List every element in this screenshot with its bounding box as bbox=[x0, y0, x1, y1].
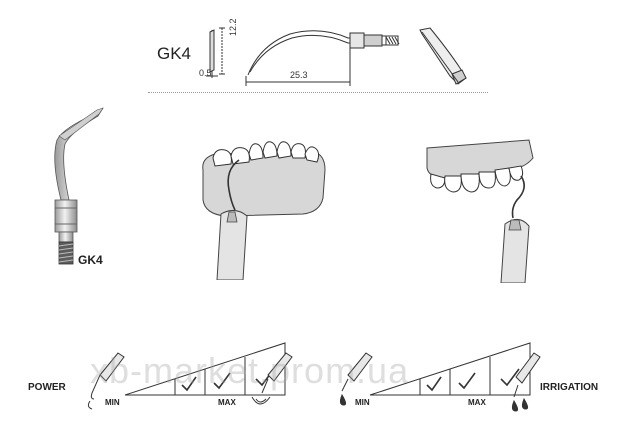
watermark: xb-market.prom.ua bbox=[90, 350, 410, 391]
lower-jaw-scene bbox=[195, 130, 330, 280]
irrigation-scale bbox=[330, 335, 545, 420]
dim-thickness: 0.5 bbox=[199, 68, 212, 78]
tip-side-profile bbox=[206, 27, 225, 78]
irrigation-min-handpiece-icon bbox=[339, 352, 373, 406]
model-title: GK4 bbox=[157, 44, 192, 63]
power-max-label: MAX bbox=[218, 398, 236, 407]
irrigation-checkmarks bbox=[426, 368, 520, 392]
tip-illustration bbox=[35, 100, 115, 275]
power-check-2 bbox=[213, 372, 231, 390]
tip-back-profile bbox=[419, 27, 467, 85]
dim-length: 25.3 bbox=[290, 70, 308, 80]
power-check-1 bbox=[181, 376, 197, 392]
irrigation-check-3 bbox=[500, 368, 520, 387]
power-label: POWER bbox=[28, 382, 66, 393]
upper-jaw-scene bbox=[425, 138, 535, 283]
tip-label: GK4 bbox=[78, 253, 103, 267]
irrigation-min-label: MIN bbox=[355, 398, 370, 407]
power-min-label: MIN bbox=[105, 398, 120, 407]
irrigation-check-2 bbox=[458, 372, 476, 390]
power-min-handpiece-icon bbox=[87, 352, 125, 410]
irrigation-max-handpiece-icon bbox=[508, 345, 548, 420]
dim-height: 12.2 bbox=[228, 18, 238, 36]
irrigation-max-label: MAX bbox=[468, 398, 486, 407]
irrigation-check-1 bbox=[426, 376, 442, 392]
tip-front-profile bbox=[245, 30, 400, 86]
power-max-handpiece-icon bbox=[251, 352, 293, 405]
irrigation-label: IRRIGATION bbox=[540, 382, 599, 393]
dimension-drawing bbox=[190, 20, 480, 95]
power-scale bbox=[80, 335, 300, 420]
header-separator bbox=[148, 92, 488, 93]
